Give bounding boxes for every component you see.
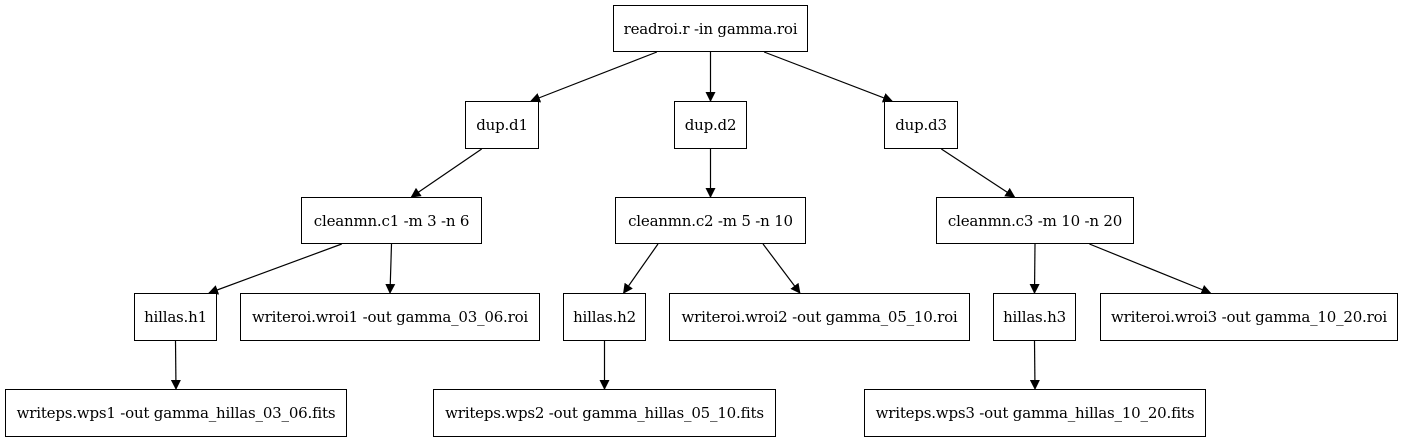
node-dup-d3: dup.d3 (884, 101, 958, 149)
node-dup-d1: dup.d1 (465, 101, 539, 149)
node-dup-d2: dup.d2 (674, 101, 747, 149)
node-writeps-wps3: writeps.wps3 -out gamma_hillas_10_20.fit… (864, 389, 1206, 437)
node-readroi: readroi.r -in gamma.roi (613, 5, 808, 52)
node-writeps-wps2: writeps.wps2 -out gamma_hillas_05_10.fit… (433, 389, 776, 437)
edge-dup_d3-to-cleanmn_c3 (941, 148, 1016, 198)
edge-readroi-to-dup_d3 (763, 51, 893, 103)
node-hillas-h3: hillas.h3 (993, 293, 1076, 341)
edge-cleanmn_c2-to-writeroi_wroi2 (762, 243, 801, 294)
edge-hillas_h3-to-writeps_wps3 (1029, 340, 1040, 390)
edge-cleanmn_c1-to-hillas_h1 (208, 243, 342, 295)
node-cleanmn-c3: cleanmn.c3 -m 10 -n 20 (936, 197, 1134, 244)
node-writeroi-wroi2: writeroi.wroi2 -out gamma_05_10.roi (669, 293, 970, 341)
edge-cleanmn_c3-to-hillas_h3 (1029, 243, 1040, 294)
node-hillas-h2: hillas.h2 (563, 293, 646, 341)
node-cleanmn-c1: cleanmn.c1 -m 3 -n 6 (301, 197, 482, 244)
edge-cleanmn_c2-to-hillas_h2 (623, 243, 659, 294)
node-writeps-wps1: writeps.wps1 -out gamma_hillas_03_06.fit… (5, 389, 347, 437)
node-cleanmn-c2: cleanmn.c2 -m 5 -n 10 (615, 197, 806, 244)
node-hillas-h1: hillas.h1 (134, 293, 217, 341)
edge-hillas_h1-to-writeps_wps1 (170, 340, 181, 390)
node-writeroi-wroi1: writeroi.wroi1 -out gamma_03_06.roi (240, 293, 540, 341)
edge-cleanmn_c1-to-writeroi_wroi1 (385, 243, 396, 294)
node-writeroi-wroi3: writeroi.wroi3 -out gamma_10_20.roi (1100, 293, 1398, 341)
edge-dup_d1-to-cleanmn_c1 (410, 148, 482, 198)
edge-readroi-to-dup_d1 (530, 51, 658, 103)
edge-cleanmn_c3-to-writeroi_wroi3 (1089, 243, 1212, 295)
